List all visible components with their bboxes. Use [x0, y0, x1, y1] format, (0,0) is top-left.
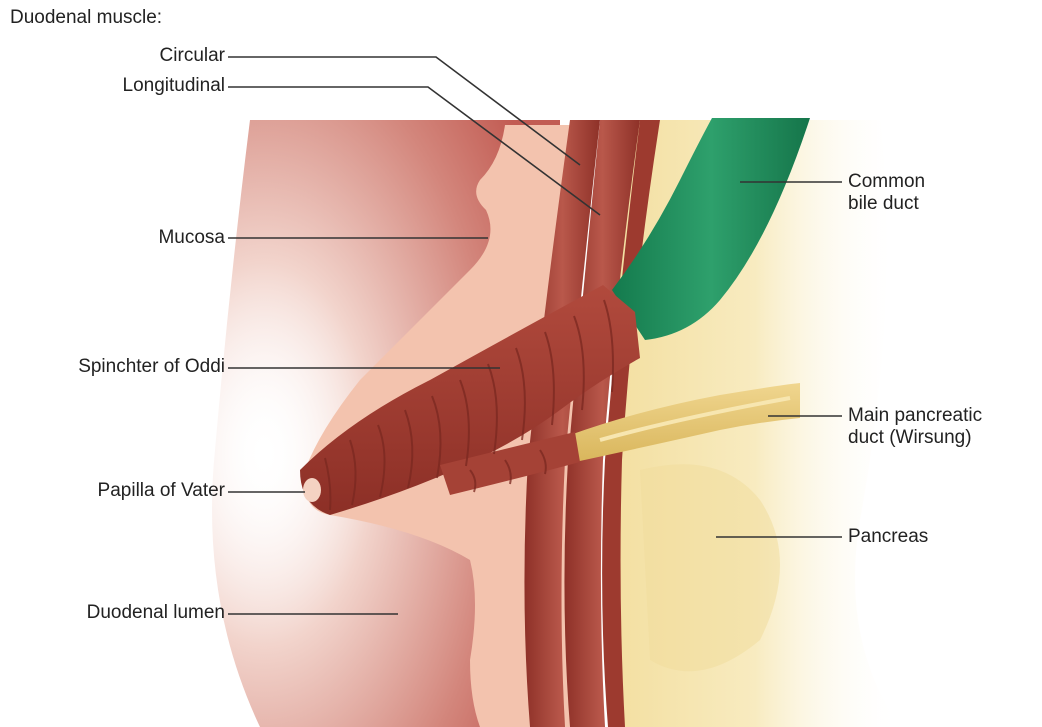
- main-pancreatic-duct-label-line1: Main pancreatic: [848, 405, 982, 427]
- duodenal-muscle-heading: Duodenal muscle:: [10, 7, 162, 29]
- common-bile-duct-label: Common bile duct: [848, 171, 925, 215]
- main-pancreatic-duct-label-line2: duct (Wirsung): [848, 427, 982, 449]
- pancreas-label: Pancreas: [848, 526, 928, 548]
- papilla-of-vater-label: Papilla of Vater: [98, 480, 225, 502]
- longitudinal-label: Longitudinal: [123, 75, 225, 97]
- main-pancreatic-duct-label: Main pancreatic duct (Wirsung): [848, 405, 982, 449]
- papilla-orifice: [303, 478, 321, 502]
- sphincter-of-oddi-label: Spinchter of Oddi: [78, 356, 225, 378]
- duodenal-lumen-label: Duodenal lumen: [87, 602, 225, 624]
- common-bile-duct-label-line1: Common: [848, 171, 925, 193]
- mucosa-label: Mucosa: [158, 227, 225, 249]
- circular-label: Circular: [160, 45, 225, 67]
- common-bile-duct-label-line2: bile duct: [848, 193, 925, 215]
